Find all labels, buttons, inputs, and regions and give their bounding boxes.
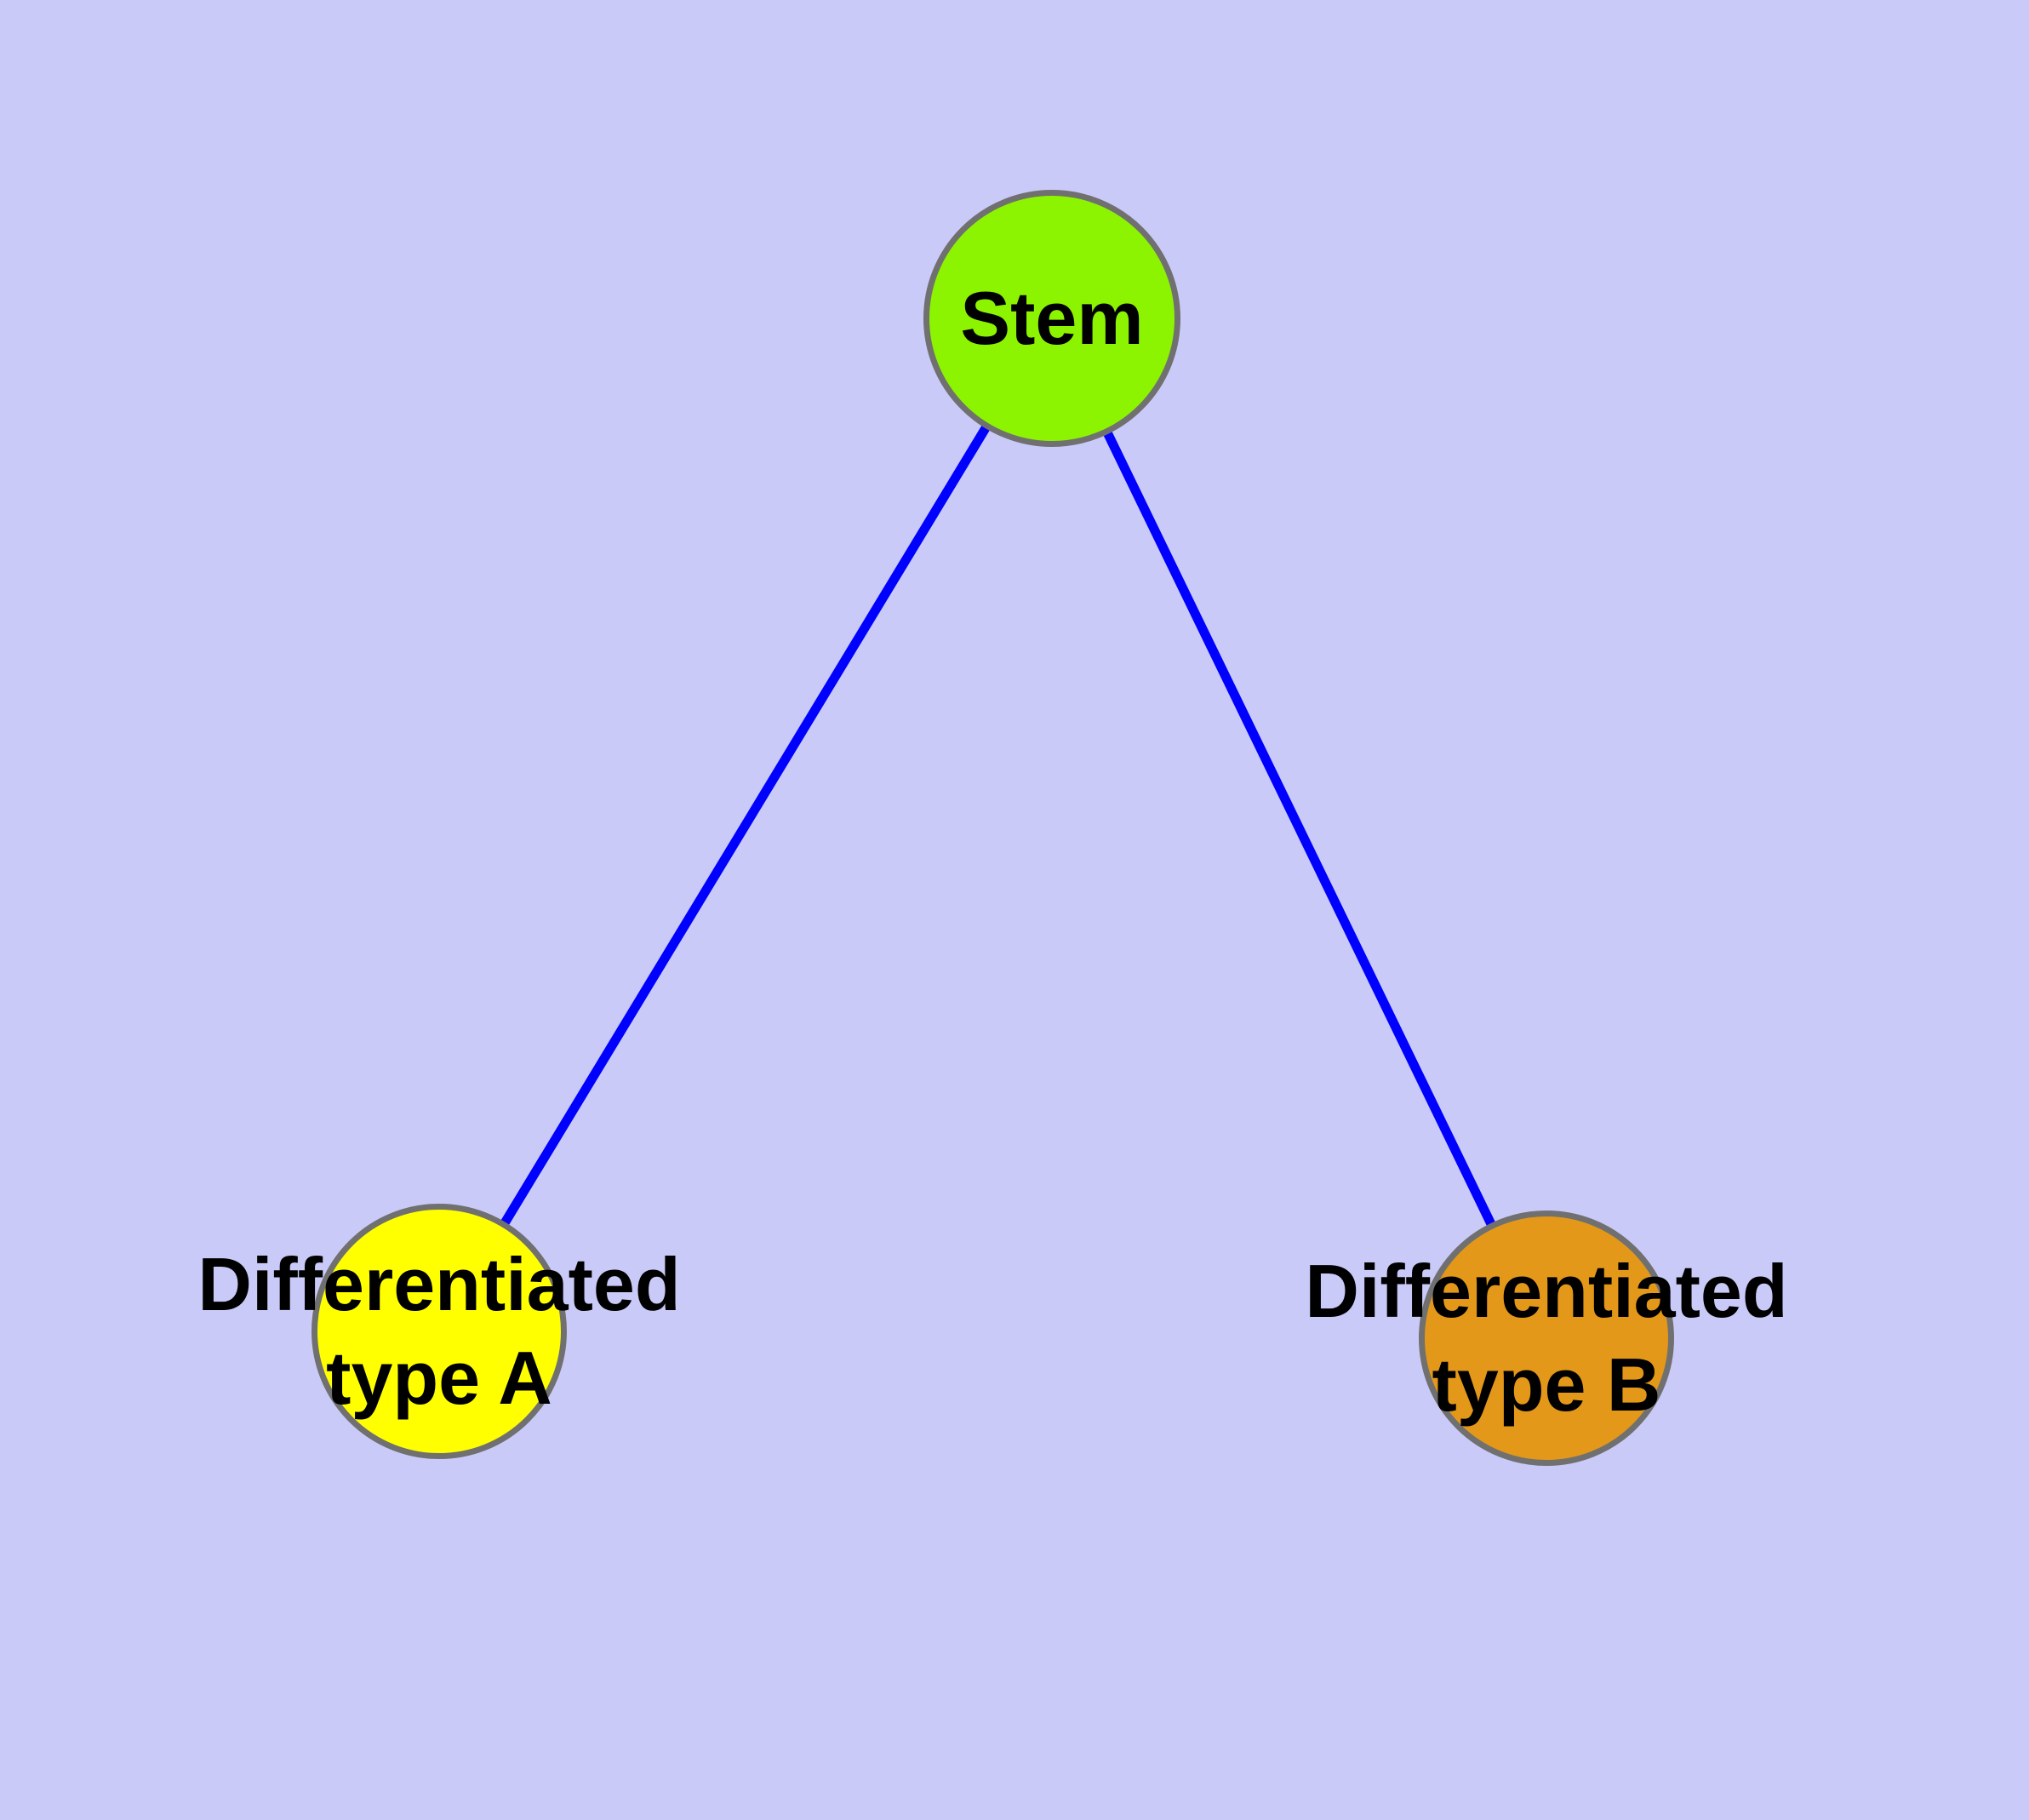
node-differentiated-type-b[interactable] [1419,1210,1674,1466]
edge-stem-to-type-a [435,316,1056,1334]
edge-stem-to-type-b [1048,316,1551,1341]
node-differentiated-type-a[interactable] [311,1204,567,1459]
node-stem[interactable] [923,190,1180,447]
